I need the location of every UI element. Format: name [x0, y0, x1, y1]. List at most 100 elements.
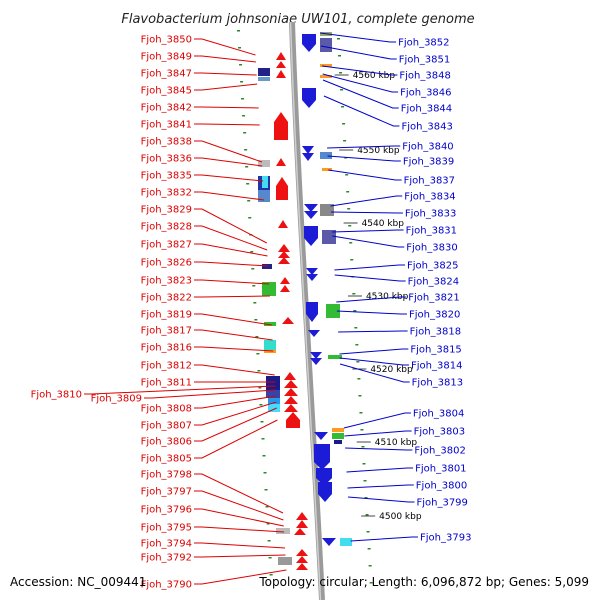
gene-name: Fjoh_3844 — [401, 104, 452, 115]
left-gene-label[interactable]: Fjoh_3807 — [141, 401, 277, 432]
left-gene-label[interactable]: Fjoh_3819 — [141, 310, 272, 326]
gene-name: Fjoh_3790 — [141, 580, 192, 591]
right-gene-label[interactable]: Fjoh_3814 — [339, 357, 463, 372]
gene-name: Fjoh_3825 — [407, 261, 458, 272]
gene-name: Fjoh_3800 — [416, 481, 467, 492]
gene-name: Fjoh_3803 — [414, 427, 465, 438]
left-gene-label[interactable]: Fjoh_3835 — [141, 171, 264, 182]
left-gene-label[interactable]: Fjoh_3836 — [141, 154, 263, 167]
right-gene-labels: Fjoh_3852Fjoh_3851Fjoh_3848Fjoh_3846Fjoh… — [320, 32, 472, 544]
gene-name: Fjoh_3826 — [141, 258, 192, 269]
left-gene-label[interactable]: Fjoh_3795 — [141, 523, 285, 534]
kbp-mark: 4530 kbp — [347, 292, 409, 302]
right-gene-label[interactable]: Fjoh_3800 — [347, 481, 467, 492]
right-gene-label[interactable]: Fjoh_3837 — [328, 169, 455, 187]
right-gene-label[interactable]: Fjoh_3813 — [339, 363, 463, 389]
left-gene-label[interactable]: Fjoh_3829 — [141, 205, 268, 244]
left-gene-label[interactable]: Fjoh_3817 — [141, 326, 273, 341]
left-gene-label[interactable]: Fjoh_3823 — [141, 276, 270, 287]
left-gene-label[interactable]: Fjoh_3822 — [141, 293, 270, 304]
gene-name: Fjoh_3813 — [412, 378, 463, 389]
left-gene-label[interactable]: Fjoh_3796 — [141, 505, 284, 527]
gene-name: Fjoh_3839 — [403, 157, 454, 168]
right-gene-label[interactable]: Fjoh_3852 — [320, 32, 450, 49]
left-gene-label[interactable]: Fjoh_3842 — [141, 103, 259, 114]
right-gene-label[interactable]: Fjoh_3820 — [336, 310, 461, 321]
right-gene-label[interactable]: Fjoh_3803 — [344, 427, 465, 438]
gene-name: Fjoh_3796 — [141, 505, 192, 516]
gene-name: Fjoh_3812 — [141, 361, 192, 372]
right-gene-label[interactable]: Fjoh_3831 — [332, 226, 457, 237]
left-gene-label[interactable]: Fjoh_3850 — [141, 35, 256, 56]
left-gene-label[interactable]: Fjoh_3792 — [141, 553, 286, 564]
gene-name: Fjoh_3810 — [31, 390, 82, 401]
left-gene-label[interactable]: Fjoh_3832 — [141, 188, 265, 201]
left-gene-label[interactable]: Fjoh_3811 — [141, 378, 276, 389]
reverse-genes — [302, 34, 336, 546]
right-gene-label[interactable]: Fjoh_3848 — [322, 65, 451, 82]
right-gene-label[interactable]: Fjoh_3839 — [327, 155, 455, 168]
left-gene-label[interactable]: Fjoh_3827 — [141, 240, 268, 257]
gene-name: Fjoh_3852 — [398, 38, 449, 49]
right-gene-label[interactable]: Fjoh_3830 — [332, 235, 458, 254]
left-gene-label[interactable]: Fjoh_3805 — [141, 419, 278, 465]
map-title: Flavobacterium johnsoniae UW101, complet… — [121, 12, 474, 27]
left-gene-label[interactable]: Fjoh_3845 — [141, 83, 258, 97]
left-gene-label[interactable]: Fjoh_3790 — [141, 569, 287, 591]
left-gene-label[interactable]: Fjoh_3797 — [141, 487, 284, 521]
gene-name: Fjoh_3799 — [416, 498, 467, 509]
left-gene-label[interactable]: Fjoh_3806 — [141, 407, 277, 448]
right-gene-label[interactable]: Fjoh_3824 — [334, 274, 459, 288]
right-gene-label[interactable]: Fjoh_3793 — [350, 533, 472, 544]
left-gene-label[interactable]: Fjoh_3798 — [141, 470, 284, 514]
right-gene-label[interactable]: Fjoh_3821 — [336, 293, 460, 304]
right-gene-label[interactable]: Fjoh_3833 — [330, 209, 456, 220]
gene-name: Fjoh_3845 — [141, 86, 192, 97]
right-gene-label[interactable]: Fjoh_3844 — [322, 79, 452, 115]
gene-name: Fjoh_3808 — [141, 404, 192, 415]
left-gene-label[interactable]: Fjoh_3816 — [141, 343, 274, 354]
gene-name: Fjoh_3838 — [141, 137, 192, 148]
left-gene-label[interactable]: Fjoh_3809 — [91, 389, 276, 405]
left-gene-label[interactable]: Fjoh_3828 — [141, 222, 268, 251]
right-gene-label[interactable]: Fjoh_3834 — [330, 192, 456, 207]
gene-name: Fjoh_3847 — [141, 69, 192, 80]
right-gene-label[interactable]: Fjoh_3801 — [346, 464, 467, 475]
kbp-label: 4500 kbp — [379, 512, 422, 522]
right-gene-label[interactable]: Fjoh_3799 — [347, 496, 468, 509]
gene-features — [258, 32, 352, 570]
right-gene-label[interactable]: Fjoh_3851 — [320, 45, 450, 66]
gene-name: Fjoh_3829 — [141, 205, 192, 216]
right-gene-label[interactable]: Fjoh_3840 — [327, 142, 454, 153]
gene-name: Fjoh_3836 — [141, 154, 192, 165]
right-gene-label[interactable]: Fjoh_3825 — [334, 261, 458, 272]
gene-name: Fjoh_3831 — [406, 226, 457, 237]
left-gene-label[interactable]: Fjoh_3849 — [141, 52, 256, 63]
gene-name: Fjoh_3846 — [400, 88, 451, 99]
right-gene-label[interactable]: Fjoh_3804 — [343, 409, 464, 429]
kbp-label: 4510 kbp — [375, 438, 418, 448]
gene-name: Fjoh_3805 — [141, 454, 192, 465]
left-gene-label[interactable]: Fjoh_3847 — [141, 69, 257, 80]
left-gene-label[interactable]: Fjoh_3812 — [141, 361, 275, 376]
gene-name: Fjoh_3827 — [141, 240, 192, 251]
left-gene-label[interactable]: Fjoh_3838 — [141, 137, 263, 163]
right-gene-label[interactable]: Fjoh_3802 — [345, 446, 466, 457]
gene-name: Fjoh_3818 — [410, 327, 461, 338]
right-gene-label[interactable]: Fjoh_3815 — [339, 345, 462, 356]
left-gene-label[interactable]: Fjoh_3808 — [141, 395, 277, 415]
gene-name: Fjoh_3835 — [141, 171, 192, 182]
gene-name: Fjoh_3837 — [404, 176, 455, 187]
left-gene-label[interactable]: Fjoh_3810 — [31, 385, 276, 401]
left-gene-label[interactable]: Fjoh_3794 — [141, 539, 286, 550]
left-gene-label[interactable]: Fjoh_3826 — [141, 258, 269, 269]
right-gene-label[interactable]: Fjoh_3818 — [338, 327, 461, 338]
gene-name: Fjoh_3794 — [141, 539, 192, 550]
gene-name: Fjoh_3840 — [402, 142, 453, 153]
right-gene-label[interactable]: Fjoh_3846 — [322, 73, 452, 99]
left-gene-label[interactable]: Fjoh_3841 — [141, 120, 260, 131]
left-gene-labels: Fjoh_3850Fjoh_3849Fjoh_3847Fjoh_3845Fjoh… — [31, 35, 287, 591]
gene-name: Fjoh_3819 — [141, 310, 192, 321]
right-gene-label[interactable]: Fjoh_3843 — [323, 95, 453, 133]
